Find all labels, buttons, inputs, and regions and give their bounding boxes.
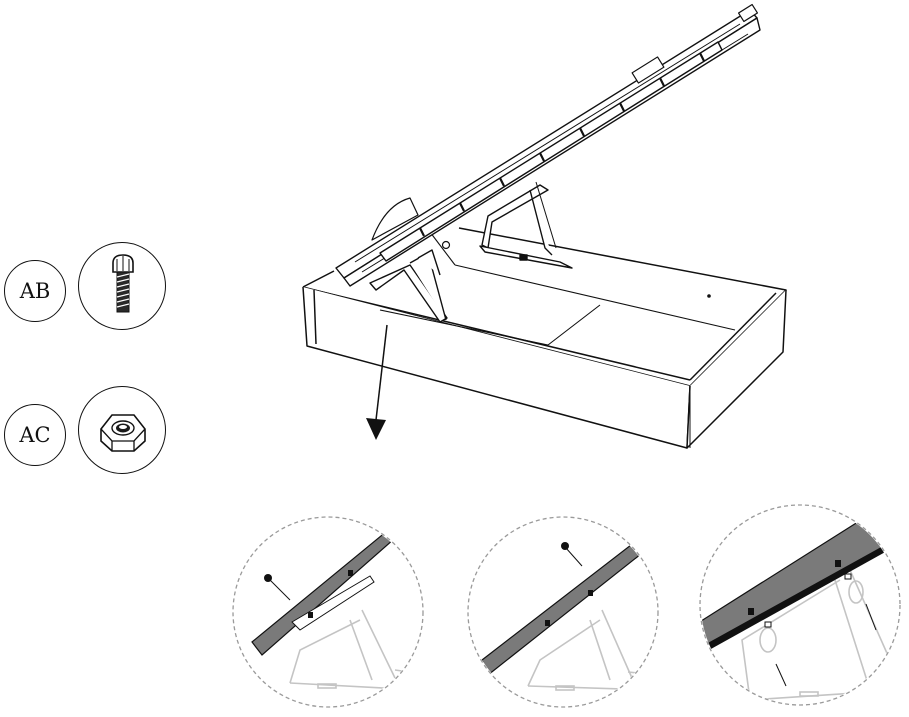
detail-circle-3: [699, 504, 901, 706]
part-label-ab: AB: [4, 260, 66, 322]
bed-box-front: [302, 286, 691, 449]
step-marker-1: [264, 574, 272, 582]
part-label-ac: AC: [4, 404, 66, 466]
bed-box-side: [686, 289, 787, 449]
part-circle-ab: [78, 242, 166, 330]
part-circle-ac: [78, 386, 166, 474]
bed-lid: [335, 3, 761, 287]
down-arrow-icon: [366, 324, 388, 440]
detail-circle-1: [232, 516, 424, 708]
detail-circle-2: [467, 516, 659, 708]
bolt-icon: [112, 254, 134, 313]
hex-nut-icon: [100, 414, 146, 452]
bed-box-top-rim: [302, 270, 335, 288]
lift-mechanism: [369, 181, 573, 323]
step-marker-2: [561, 542, 569, 550]
